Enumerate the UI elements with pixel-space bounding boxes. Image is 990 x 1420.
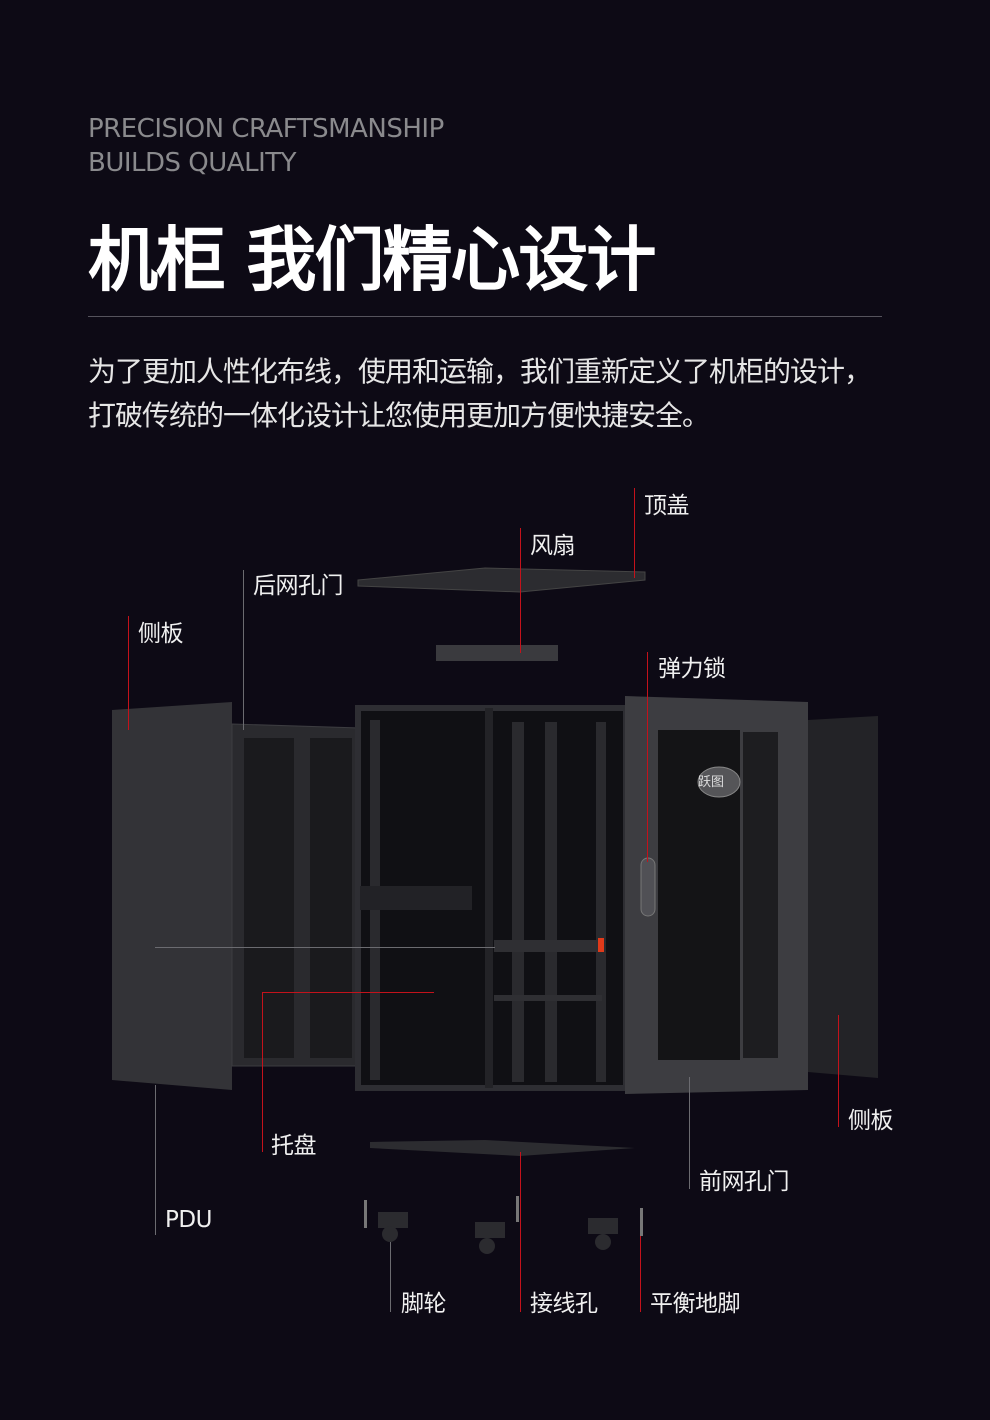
callout-line-casters (390, 1242, 391, 1312)
label-fan: 风扇 (530, 533, 576, 559)
label-tray: 托盘 (271, 1133, 317, 1159)
fan (436, 645, 558, 661)
callout-line-cable-hole (520, 1152, 521, 1312)
label-rear-mesh-door: 后网孔门 (253, 573, 344, 599)
callout-line-pdu-h (155, 947, 495, 948)
label-cable-hole: 接线孔 (530, 1291, 598, 1317)
description-line-2: 打破传统的一体化设计让您使用更加方便快捷安全。 (88, 399, 710, 432)
label-pdu: PDU (165, 1207, 212, 1233)
description: 为了更加人性化布线，使用和运输，我们重新定义了机柜的设计， 打破传统的一体化设计… (88, 350, 872, 438)
callout-line-front-door (689, 1077, 690, 1189)
right-side-panel (808, 716, 878, 1078)
description-line-1: 为了更加人性化布线，使用和运输，我们重新定义了机柜的设计， (88, 355, 872, 388)
callout-line-tray (262, 992, 263, 1152)
label-side-panel-right: 侧板 (848, 1108, 894, 1134)
subtitle-line-2: BUILDS QUALITY (88, 148, 297, 178)
left-side-panel (112, 702, 232, 1090)
callout-line-tray-h (262, 992, 434, 993)
callout-line-side-left (128, 616, 129, 730)
label-top-cover: 顶盖 (644, 493, 690, 519)
callout-line-top-cover (634, 488, 635, 578)
callout-line-rear-door (243, 570, 244, 730)
casters (364, 1196, 643, 1254)
subtitle-line-1: PRECISION CRAFTSMANSHIP (88, 114, 444, 144)
callout-line-fan (520, 528, 521, 653)
label-casters: 脚轮 (401, 1291, 447, 1317)
label-front-mesh-door: 前网孔门 (699, 1169, 790, 1195)
door-logo: 跃图 (698, 775, 725, 790)
subtitle: PRECISION CRAFTSMANSHIP BUILDS QUALITY (88, 112, 444, 180)
label-leveling-feet: 平衡地脚 (650, 1291, 741, 1317)
top-cover (357, 567, 646, 593)
spring-lock-handle (640, 857, 656, 917)
callout-line-spring-lock (647, 652, 648, 862)
callout-line-pdu (155, 1085, 156, 1235)
callout-line-side-right (838, 1015, 839, 1127)
label-spring-lock: 弹力锁 (658, 656, 726, 682)
divider (88, 316, 882, 317)
bottom-plate (370, 1140, 635, 1156)
page-title: 机柜 我们精心设计 (88, 219, 656, 301)
label-side-panel-left: 侧板 (138, 621, 184, 647)
pdu-strip (494, 940, 602, 952)
callout-line-leveling-feet (640, 1236, 641, 1312)
tray (494, 995, 602, 1001)
door-logo-badge (697, 766, 741, 798)
